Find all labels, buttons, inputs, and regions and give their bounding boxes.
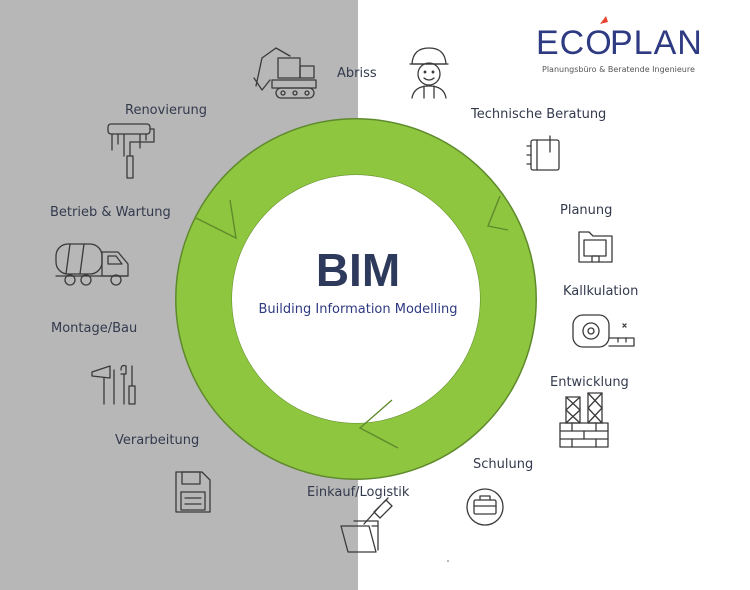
ring-fill: [176, 119, 536, 479]
logo-tagline: Planungsbüro & Beratende Ingenieure: [542, 65, 695, 74]
tape-measure-icon: [572, 314, 635, 348]
bim-title: BIM: [316, 244, 400, 296]
concrete-truck-icon: [55, 243, 129, 286]
ring-center-disc: [232, 175, 480, 423]
ecoplan-logo: ECO PLAN Planungsbüro & Beratende Ingeni…: [536, 16, 703, 74]
stage-label-planung: Planung: [560, 203, 612, 218]
stage-label-kallkulation: Kallkulation: [563, 284, 638, 299]
excavator-icon: [253, 47, 317, 99]
paint-roller-icon: [107, 123, 155, 179]
stage-label-einkauf-logistik: Einkauf/Logistik: [307, 485, 410, 500]
bim-subtitle: Building Information Modelling: [259, 302, 458, 317]
ring-arrow-seam-right: [487, 195, 509, 231]
notebook-icon: [526, 135, 560, 171]
stage-label-montage-bau: Montage/Bau: [51, 321, 137, 336]
logo-plan: PLAN: [610, 24, 703, 62]
stage-label-renovierung: Renovierung: [125, 103, 207, 118]
logo-eco: ECO: [536, 24, 613, 62]
folder-icon: [578, 231, 613, 263]
worker-icon: [409, 47, 449, 99]
logo-accent-mark: [600, 16, 608, 24]
stage-label-betrieb-wartung: Betrieb & Wartung: [50, 205, 171, 220]
ring-arrow-seam-bottom: [358, 399, 399, 449]
scaffold-wall-icon: [559, 392, 609, 448]
stage-label-schulung: Schulung: [473, 457, 533, 472]
stray-dot: [447, 560, 449, 562]
stage-label-technische-beratung: Technische Beratung: [470, 107, 606, 122]
stage-label-abriss: Abriss: [337, 66, 377, 81]
cycle-ring: [175, 118, 537, 480]
briefcase-icon: [466, 488, 504, 526]
pin-clipboard-icon: [340, 497, 393, 553]
floppy-icon: [175, 471, 211, 513]
tools-icon: [91, 364, 136, 405]
ring-arrow-seam-left: [195, 199, 237, 240]
stage-label-verarbeitung: Verarbeitung: [115, 433, 199, 448]
stage-label-entwicklung: Entwicklung: [550, 375, 629, 390]
